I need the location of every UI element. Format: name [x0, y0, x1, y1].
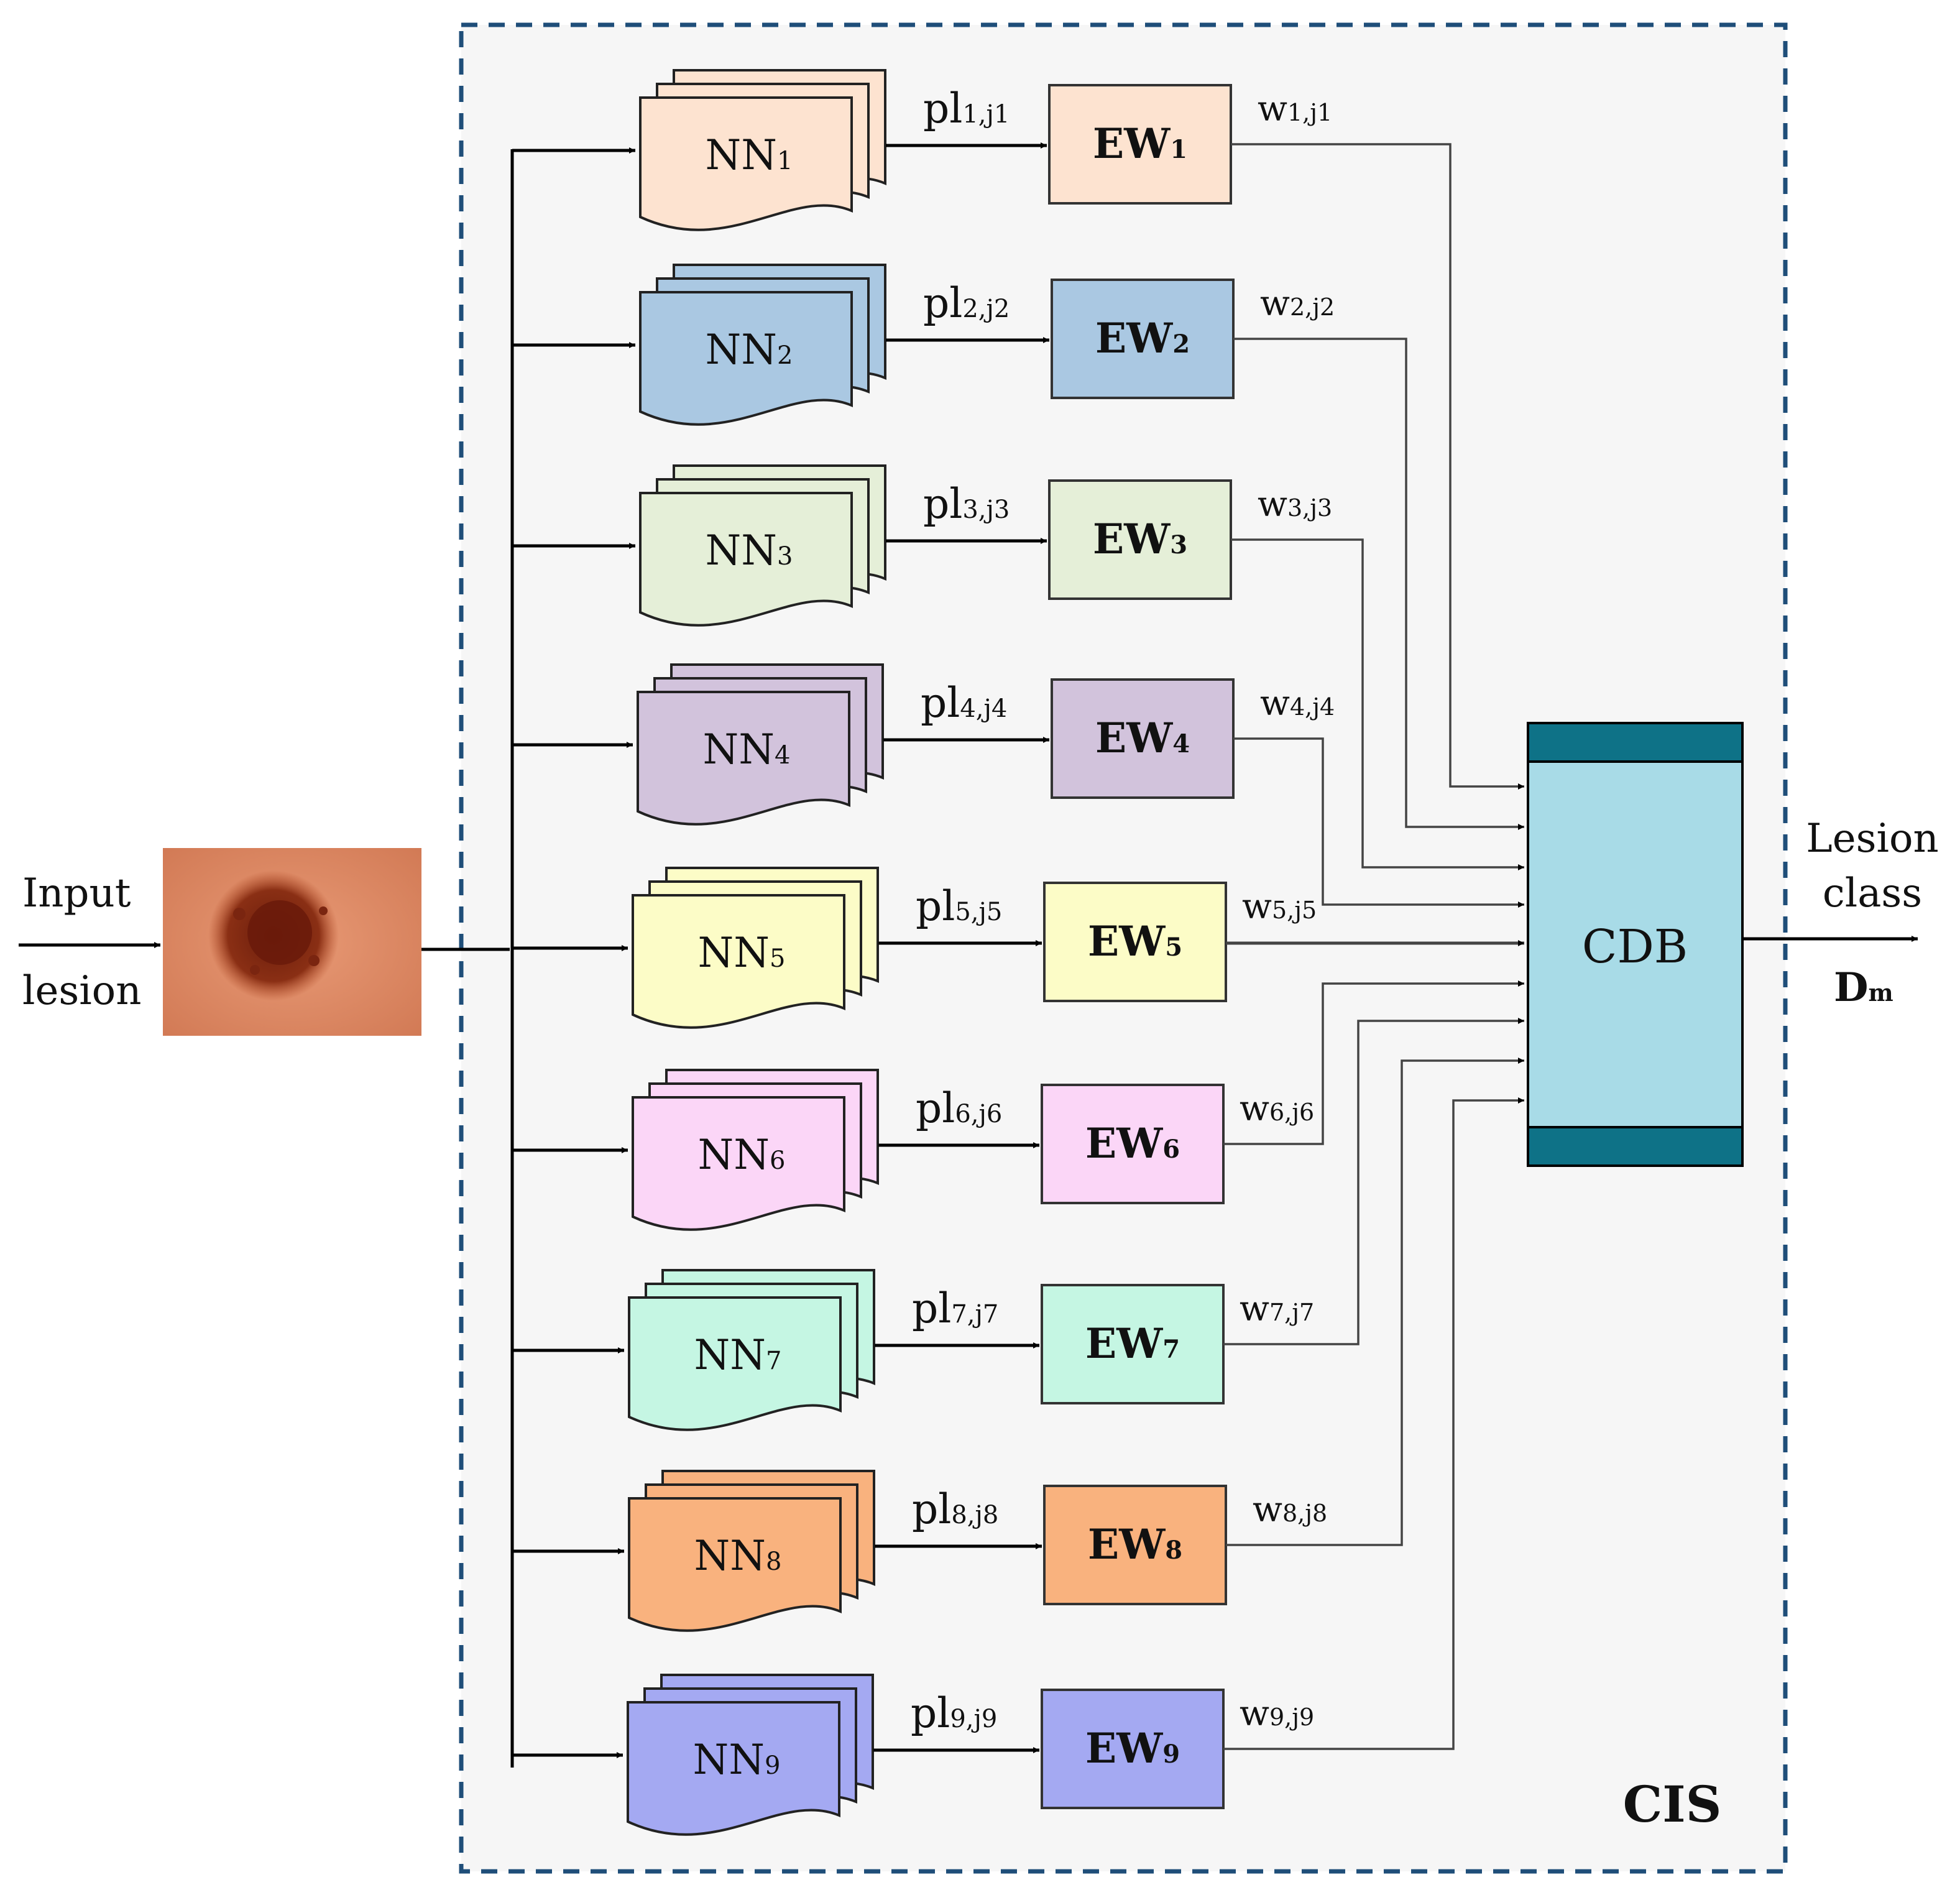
weight-connector [1231, 143, 1524, 790]
ew-label: EW5 [1088, 917, 1182, 966]
output-label-line1: Lesion [1806, 816, 1938, 862]
ew-block [1051, 678, 1235, 799]
w-label: w2,j2 [1260, 284, 1335, 324]
nn-label: NN5 [698, 929, 786, 977]
nn-block: NN3 [639, 464, 886, 627]
w-label: w4,j4 [1260, 683, 1335, 724]
nn-block: NN7 [628, 1269, 875, 1431]
pl-label: pl8,j8 [912, 1485, 998, 1533]
weight-connector [1223, 1097, 1524, 1750]
w-label: w3,j3 [1258, 484, 1332, 525]
w-label: w9,j9 [1240, 1694, 1314, 1734]
input-label-line1: Input [22, 870, 131, 916]
nn-label: NN7 [694, 1331, 782, 1379]
output-symbol: Dm [1834, 964, 1893, 1011]
weight-connector [1233, 737, 1524, 908]
ew-label: EW4 [1095, 714, 1190, 762]
ew-label: EW3 [1093, 515, 1187, 563]
weight-connector [1223, 1018, 1524, 1345]
input-label-line2: lesion [22, 968, 141, 1014]
w-label: w6,j6 [1240, 1089, 1314, 1129]
ew-label: EW9 [1085, 1724, 1180, 1773]
ew-block [1041, 1689, 1225, 1809]
w-label: w5,j5 [1242, 887, 1317, 927]
nn-block: NN9 [627, 1674, 874, 1836]
nn-block: NN2 [639, 264, 886, 426]
nn-label: NN9 [693, 1736, 781, 1784]
ew-block [1048, 479, 1232, 600]
nn-label: NN6 [698, 1131, 786, 1179]
input-lesion-image [163, 848, 421, 1036]
ew-block [1048, 84, 1232, 205]
pl-label: pl1,j1 [923, 85, 1010, 132]
output-label-line2: class [1823, 870, 1922, 916]
ew-label: EW1 [1093, 119, 1187, 168]
nn-block: NN1 [639, 69, 886, 231]
nn-label: NN8 [694, 1532, 782, 1580]
ew-block [1041, 1284, 1225, 1404]
weight-connector [1231, 538, 1524, 870]
weight-connector [1223, 980, 1524, 1145]
w-label: w1,j1 [1258, 89, 1332, 129]
cdb-block: CDB [1527, 722, 1744, 1167]
nn-label: NN3 [706, 527, 793, 574]
pl-label: pl9,j9 [911, 1689, 997, 1737]
nn-label: NN4 [703, 726, 791, 773]
nn-block: NN6 [632, 1069, 879, 1231]
ew-label: EW6 [1085, 1119, 1180, 1168]
ew-block [1051, 279, 1235, 399]
weight-connector [1233, 338, 1524, 830]
weight-connector [1226, 1058, 1524, 1546]
ew-label: EW8 [1088, 1520, 1182, 1569]
cis-label: CIS [1623, 1775, 1722, 1833]
ew-label: EW2 [1095, 314, 1190, 362]
pl-label: pl2,j2 [923, 279, 1010, 327]
pl-label: pl7,j7 [912, 1284, 998, 1332]
nn-label: NN1 [706, 131, 793, 179]
pl-label: pl4,j4 [921, 679, 1007, 727]
w-label: w7,j7 [1240, 1289, 1314, 1329]
nn-block: NN4 [637, 663, 884, 826]
w-label: w8,j8 [1253, 1490, 1327, 1530]
nn-block: NN8 [628, 1470, 875, 1632]
ew-label: EW7 [1085, 1319, 1180, 1368]
pl-label: pl3,j3 [923, 480, 1010, 528]
pl-label: pl6,j6 [916, 1084, 1002, 1132]
ew-block [1043, 882, 1227, 1002]
cdb-label: CDB [1582, 920, 1688, 974]
nn-block: NN5 [632, 867, 879, 1029]
ew-block [1041, 1084, 1225, 1204]
nn-label: NN2 [706, 326, 793, 374]
pl-label: pl5,j5 [916, 882, 1002, 930]
